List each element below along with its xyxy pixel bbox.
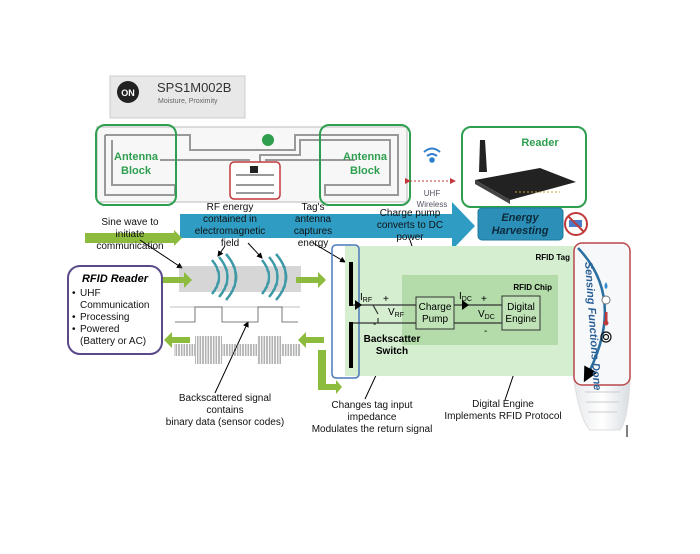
chip-outline	[229, 161, 281, 200]
chip-label-card: ON SPS1M002B Moisture, Proximity	[109, 75, 246, 119]
svg-text:-: -	[484, 326, 487, 337]
gauge-icon	[601, 295, 611, 305]
svg-text:VRF: VRF	[388, 307, 404, 319]
reader-box: Reader	[461, 126, 587, 208]
arrow-right-icon	[296, 272, 326, 288]
svg-text:Communication: Communication	[80, 300, 149, 311]
rf-emission-arcs-icon	[211, 253, 288, 301]
logo-text: ON	[121, 88, 135, 98]
binary-data-plot	[170, 306, 300, 323]
on-logo-icon	[117, 81, 139, 103]
wifi-icon	[423, 147, 441, 163]
svg-text:VDC: VDC	[478, 309, 495, 321]
svg-text:+: +	[481, 294, 487, 305]
svg-text:•: •	[72, 324, 76, 335]
antenna-block-right	[319, 124, 411, 206]
circuit-symbols: IRF + - VRF IDC + - VDC	[360, 291, 495, 337]
current-arrow-icon	[355, 300, 362, 310]
thermometer-icon	[605, 312, 608, 321]
antenna-block-left	[95, 124, 177, 206]
svg-text:•: •	[72, 288, 76, 299]
part-number: SPS1M002B	[157, 80, 231, 95]
svg-text:•: •	[72, 312, 76, 323]
antenna-bar-bottom	[349, 322, 353, 368]
sine-arrow	[85, 230, 182, 246]
svg-text:+: +	[383, 294, 389, 305]
arrow-right-icon	[160, 272, 192, 288]
svg-text:Powered: Powered	[80, 324, 119, 335]
svg-text:IRF: IRF	[360, 292, 372, 304]
signal-arrows	[160, 272, 342, 394]
charge-pump-box	[415, 296, 455, 330]
rfid-tag-label: RFID Tag	[535, 253, 570, 262]
antenna-highlight	[331, 244, 360, 379]
svg-text:-: -	[373, 319, 376, 330]
proximity-target-icon	[600, 331, 612, 343]
part-subtitle: Moisture, Proximity	[158, 98, 218, 105]
backscattered-signal-plot	[174, 336, 301, 364]
arrow-left-icon	[164, 332, 190, 348]
rf-wave-signal	[179, 266, 301, 292]
on-logo-small-icon	[262, 134, 274, 146]
no-battery-icon	[564, 212, 588, 236]
digital-engine-box	[501, 295, 541, 331]
rfid-chip-label: RFID Chip	[513, 283, 552, 292]
svg-text:UHF: UHF	[80, 288, 101, 299]
svg-text:Processing: Processing	[80, 312, 129, 323]
energy-harvesting-box	[477, 207, 564, 241]
return-signal-arrow-icon	[318, 350, 342, 394]
arrow-left-icon	[298, 332, 324, 348]
svg-text:(Battery or AC): (Battery or AC)	[80, 336, 146, 347]
antenna-bar-top	[349, 262, 353, 306]
reader-title: Reader	[521, 137, 559, 149]
rfid-reader-title: RFID Reader	[82, 273, 149, 285]
reader-device-icon	[475, 140, 576, 204]
moisture-drop-icon	[604, 282, 608, 289]
svg-text:IDC: IDC	[459, 291, 472, 303]
current-arrow-icon	[462, 300, 469, 310]
sensing-bulb: Sensing Functions Done	[573, 242, 631, 431]
